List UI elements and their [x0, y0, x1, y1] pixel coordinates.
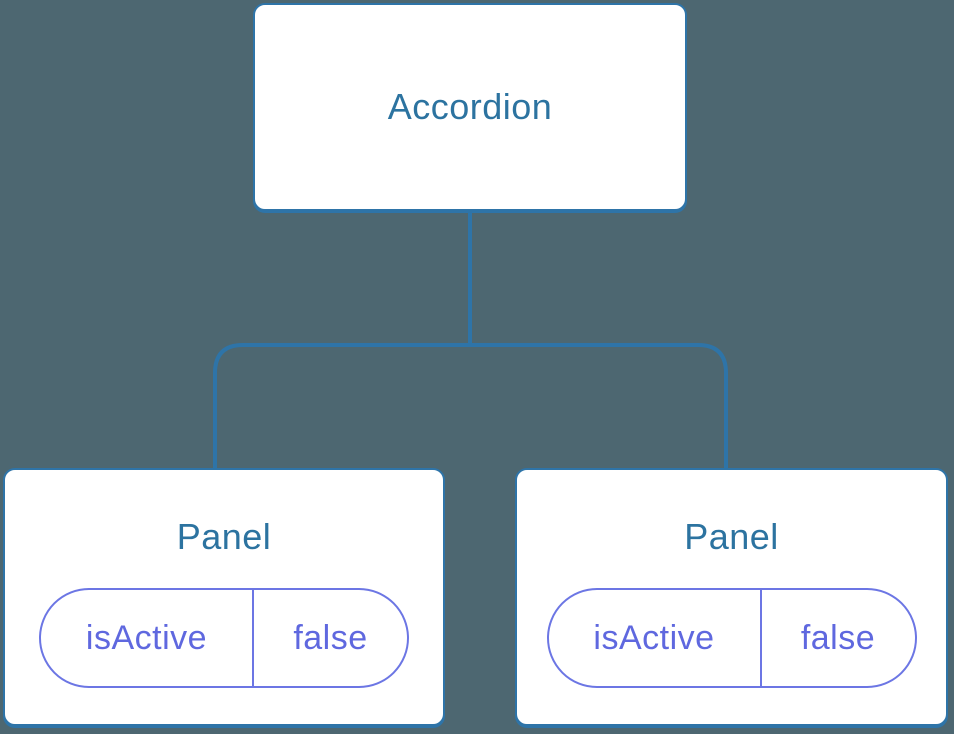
branch-bracket-line	[213, 343, 728, 470]
tree-node-panel-2: Panel isActive false	[515, 468, 948, 726]
accordion-node-label: Accordion	[387, 86, 553, 127]
panel-1-state-pill: isActive false	[39, 588, 409, 688]
tree-node-panel-1: Panel isActive false	[3, 468, 445, 726]
panel-2-state-key: isActive	[549, 590, 762, 686]
panel-2-state-pill: isActive false	[546, 588, 917, 688]
panel-1-state-key: isActive	[41, 590, 254, 686]
panel-2-label: Panel	[684, 516, 779, 557]
panel-1-label: Panel	[176, 516, 272, 557]
panel-2-state-value: false	[800, 618, 876, 657]
tree-node-accordion: Accordion	[253, 3, 687, 211]
panel-1-state-value: false	[293, 618, 368, 657]
